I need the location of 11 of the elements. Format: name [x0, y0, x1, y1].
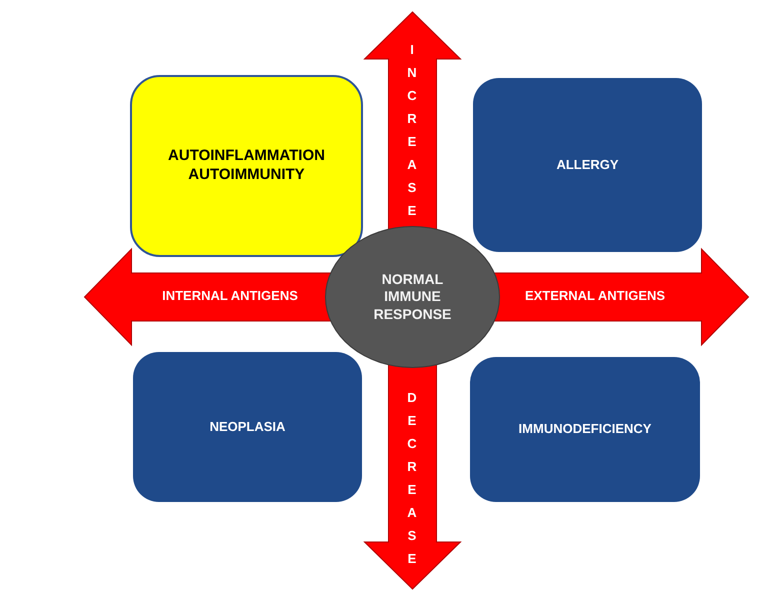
center-circle: NORMAL IMMUNE RESPONSE [325, 226, 500, 368]
edge-label: EXTERNAL ANTIGENS [524, 288, 666, 303]
edge-label: INCREASE [406, 41, 418, 220]
category-box: AUTOINFLAMMATION AUTOIMMUNITY [130, 75, 363, 257]
edge-label: INTERNAL ANTIGENS [161, 288, 299, 303]
category-box: ALLERGY [473, 78, 702, 252]
edge-label: DECREASE [406, 389, 418, 568]
category-box: IMMUNODEFICIENCY [470, 357, 700, 502]
block-arrow [84, 248, 332, 346]
category-box: NEOPLASIA [133, 352, 362, 502]
block-arrow [494, 248, 750, 346]
